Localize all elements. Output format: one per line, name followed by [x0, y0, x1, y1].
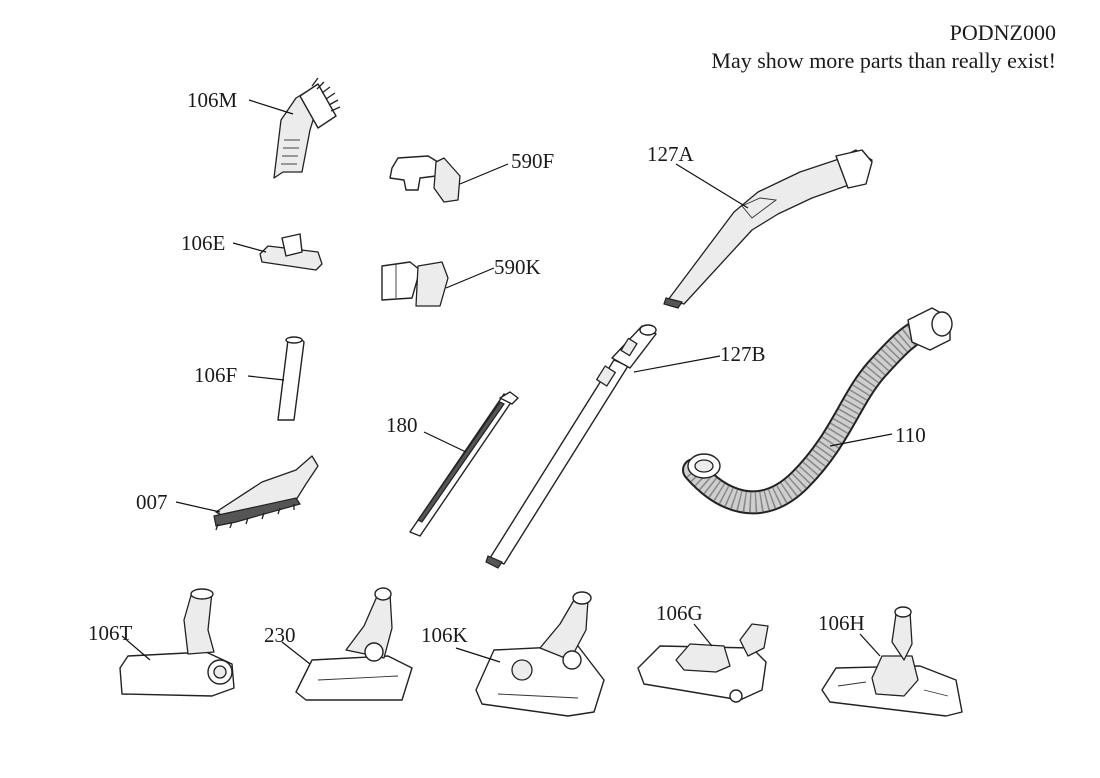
leader-590F [459, 163, 509, 185]
part-110 [682, 307, 953, 515]
label-590F: 590F [511, 149, 554, 173]
part-106H [821, 606, 963, 717]
leader-106F [247, 375, 285, 381]
part-106G [637, 623, 769, 703]
label-106T: 106T [88, 621, 133, 645]
label-590K: 590K [494, 255, 541, 279]
part-106F [277, 336, 305, 421]
label-007: 007 [136, 490, 168, 514]
label-110: 110 [895, 423, 926, 447]
leader-106G [693, 623, 713, 647]
part-590K [381, 261, 449, 307]
label-230: 230 [264, 623, 296, 647]
leader-180 [423, 431, 467, 453]
label-106M: 106M [187, 88, 238, 112]
part-106T [119, 588, 235, 697]
leader-127A [675, 163, 749, 209]
leader-127B [633, 355, 721, 373]
leader-007 [175, 501, 221, 513]
diagram-code: PODNZ000 [949, 20, 1056, 45]
label-106H: 106H [818, 611, 865, 635]
label-127B: 127B [720, 342, 766, 366]
part-230 [295, 587, 413, 701]
leader-106M [248, 99, 294, 115]
part-590F [389, 155, 461, 203]
label-106K: 106K [421, 623, 468, 647]
leader-106K [455, 647, 501, 663]
label-106E: 106E [181, 231, 225, 255]
part-007 [213, 455, 319, 531]
part-106E [259, 233, 323, 271]
leader-230 [281, 641, 311, 665]
leader-106H [859, 633, 881, 657]
part-180 [409, 391, 519, 537]
leader-110 [829, 433, 893, 447]
label-127A: 127A [647, 142, 695, 166]
diagram-note: May show more parts than really exist! [711, 48, 1056, 73]
leader-106E [232, 242, 267, 253]
label-106F: 106F [194, 363, 237, 387]
leader-106T [121, 635, 151, 661]
part-127B [485, 324, 657, 569]
label-106G: 106G [656, 601, 703, 625]
part-106K [475, 591, 605, 717]
leader-590K [445, 267, 495, 289]
part-127A [663, 149, 873, 309]
label-180: 180 [386, 413, 418, 437]
part-106M [273, 77, 341, 179]
